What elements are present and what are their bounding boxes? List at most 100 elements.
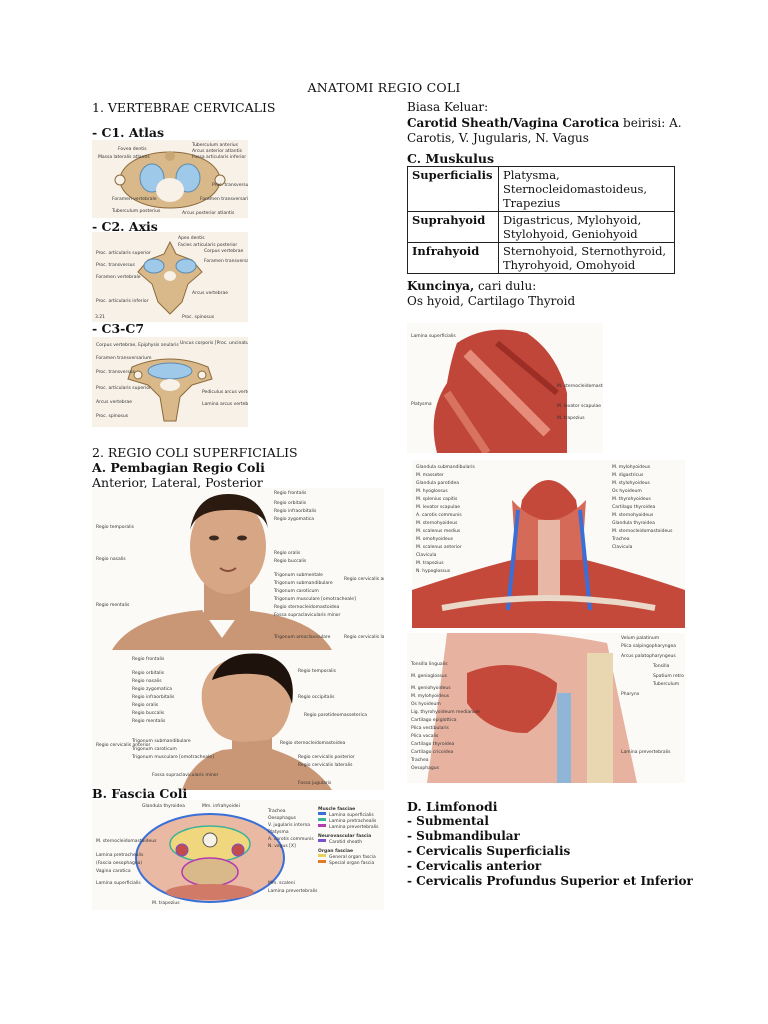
figure-label: Uncus corporis [Proc. uncinatus] (180, 340, 248, 346)
figure-label: Lamina prevertebralis (268, 888, 318, 894)
figure-label: Vagina carotica (96, 868, 131, 874)
figure-label: M. trapezius (416, 560, 444, 566)
figure-label: Proc. transversus (96, 369, 136, 375)
list-item: - Cervicalis Profundus Superior et Infer… (407, 874, 693, 888)
figure-label: M. masseter (416, 472, 444, 478)
figure-label: Plica salpingopharyngea (621, 643, 676, 649)
figure-label: Trigonum caroticum (273, 588, 319, 594)
figure-label: Foramen vertebrale (96, 274, 141, 280)
figure-label: Fossa supraclavicularis minor (152, 772, 219, 778)
figure-label: Tuberculum (652, 681, 679, 687)
figure-label: Oesophagus (411, 765, 440, 771)
figure-label: Cartilago thyroidea (411, 741, 454, 747)
heading-c3-c7: - C3-C7 (92, 321, 145, 336)
muscle-name: Sternohyoid, Sternothyroid, (503, 244, 667, 258)
section-heading-vertebrae: 1. VERTEBRAE CERVICALIS (92, 100, 276, 115)
figure-label: Proc. transversus (96, 262, 136, 268)
figure-label: Foramen transversarium (204, 258, 248, 264)
limfonodi-list: - Submental- Submandibular- Cervicalis S… (407, 814, 693, 889)
figure-label: Os hyoideum (612, 488, 642, 494)
figure-label: Mm. scaleni (268, 880, 295, 886)
legend-heading: Neurovascular fascia (318, 833, 371, 839)
muscle-list: Digastricus, Mylohyoid,Stylohyoid, Genio… (498, 211, 675, 243)
figure-label: M. mylohyoideus (612, 464, 651, 470)
figure-label: Fossa jugularis (298, 780, 332, 786)
figure-label: Proc. spinosus (182, 314, 215, 320)
figure-label: Trigonum musculare [omotracheale] (273, 596, 356, 602)
carotid-sheath-rest-2: Carotis, V. Jugularis, N. Vagus (407, 131, 589, 145)
figure-label: Lamina prevertebralis (621, 749, 671, 755)
figure-label: M. scalenus medius (416, 528, 461, 534)
muscle-group: Superficialis (407, 166, 499, 212)
muscle-name: Thyrohyoid, Omohyoid (503, 258, 636, 272)
section-heading-regio-coli: 2. REGIO COLI SUPERFICIALIS (92, 445, 298, 460)
figure-label: Foramen transversarium (96, 355, 152, 361)
legend-label: Carotid sheath (329, 839, 362, 845)
legend-swatch (318, 824, 326, 827)
figure-label: Plica vocalis (411, 733, 439, 739)
figure-label: Regio infraorbitalis (132, 694, 175, 700)
figure-label: Trigonum submandibulare (273, 580, 333, 586)
legend-label: Special organ fascia (329, 860, 374, 866)
heading-c1-atlas: - C1. Atlas (92, 125, 165, 140)
kuncinya-line2: Os hyoid, Cartilago Thyroid (407, 294, 576, 308)
figure-label: Platysma (268, 829, 289, 835)
figure-label: Glandula thyroidea (612, 520, 655, 526)
legend-heading: Muscle fasciae (318, 806, 355, 812)
figure-label: Regio frontalis (132, 656, 165, 662)
figure-label: Lamina arcus vertebrae (202, 401, 248, 407)
figure-label: Glandula parotidea (416, 480, 459, 486)
legend-heading: Organ fasciae (318, 848, 353, 854)
figure-label: Regio mentalis (96, 602, 130, 608)
figure-label: Clavicula (612, 544, 633, 550)
figure-label: M. thyrohyoideus (612, 496, 652, 502)
figure-label: Massa lateralis atlantis (98, 154, 150, 160)
figure-label: M. sternocleidomastoideus (612, 528, 673, 534)
page-title: ANATOMI REGIO COLI (307, 80, 461, 95)
figure-label: Trigonum caroticum (131, 746, 177, 752)
figure-label: Lamina pretrachealis (96, 852, 144, 858)
figure-label: M. splenius capitis (416, 496, 458, 502)
figure-label: M. hyoglossus (416, 488, 448, 494)
figure-label: Arcus posterior atlantis (182, 210, 235, 216)
figure-label: Fovea dentis (118, 146, 147, 152)
subheading-pembagian: A. Pembagian Regio Coli (92, 460, 265, 475)
figure-label: M. scalenus anterior (416, 544, 462, 550)
legend-swatch (318, 818, 326, 821)
figure-label: Regio temporalis (96, 524, 135, 530)
figure-label: Clavicula (416, 552, 437, 558)
figure-label: Regio sternocleidomastoidea (274, 604, 339, 610)
figure-label: Mm. infrahyoidei (202, 803, 240, 809)
figure-label: Fossa articularis inferior (192, 154, 246, 160)
figure-label: M. levator scapulae (557, 403, 601, 409)
figure-label: Facies articularis posterior (178, 242, 237, 248)
heading-muskulus: C. Muskulus (407, 151, 495, 166)
figure-label: Velum palatinum (621, 635, 659, 641)
muscle-name: Platysma, (503, 168, 560, 182)
figure-label: Arcus anterior atlantis (192, 148, 243, 154)
legend-swatch (318, 812, 326, 815)
cervical-vertebra-figure: Uncus corporis [Proc. uncinatus]Corpus v… (92, 337, 248, 427)
figure-label: Proc. spinosus (96, 413, 129, 419)
legend-label: Lamina superficialis (329, 812, 374, 818)
figure-label: M. omohyoideus (416, 536, 454, 542)
pembagian-text: Anterior, Lateral, Posterior (92, 475, 263, 490)
figure-label: Lamina superficialis (411, 333, 456, 339)
carotid-sheath-term: Carotid Sheath/Vagina Carotica (407, 116, 620, 130)
figure-label: Regio oralis (274, 550, 301, 556)
figure-label: Trachea (611, 536, 630, 542)
kuncinya-text: Kuncinya, cari dulu: (407, 279, 536, 294)
legend-label: General organ fascia (329, 854, 376, 860)
figure-label: Corpus vertebrae, Epiphysis anularis (96, 342, 179, 348)
figure-label: Trachea (267, 808, 286, 814)
figure-label: Cartilago epiglottica (411, 717, 457, 723)
figure-label: Fossa supraclavicularis minor (274, 612, 341, 618)
figure-label: Pediculus arcus vertebrae (202, 389, 248, 395)
figure-label: M. mylohyoideus (411, 693, 450, 699)
